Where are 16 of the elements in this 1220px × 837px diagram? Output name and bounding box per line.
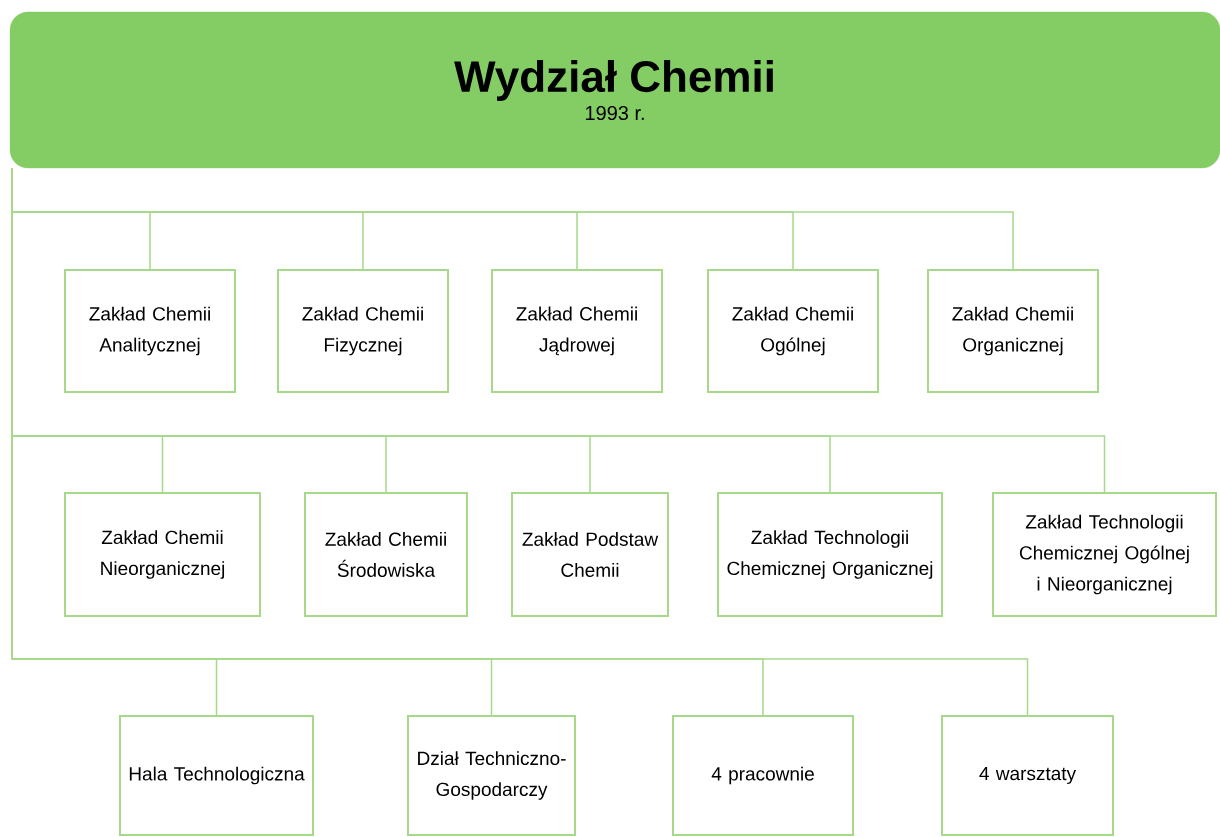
unit-box: Zakład Podstaw Chemii	[511, 492, 669, 617]
unit-box: Zakład Chemii Ogólnej	[707, 269, 879, 393]
unit-box: Zakład Technologii Chemicznej Organicznej	[717, 492, 943, 617]
unit-box: 4 pracownie	[672, 715, 854, 836]
unit-box: Zakład Chemii Środowiska	[304, 492, 468, 617]
connector-line	[11, 167, 1029, 716]
unit-box: Zakład Chemii Organicznej	[927, 269, 1099, 393]
header-box: Wydział Chemii 1993 r.	[9, 11, 1220, 169]
unit-box: Zakład Chemii Fizycznej	[277, 269, 449, 393]
unit-box: Zakład Chemii Analitycznej	[64, 269, 236, 393]
unit-box: Hala Technologiczna	[119, 715, 314, 836]
unit-box: Zakład Chemii Jądrowej	[491, 269, 663, 393]
unit-box: 4 warsztaty	[941, 715, 1114, 836]
unit-box: Dział Techniczno-Gospodarczy	[407, 715, 576, 836]
unit-box: Zakład Chemii Nieorganicznej	[64, 492, 261, 617]
unit-box: Zakład Technologii Chemicznej Ogólnej i Nieorganicznej	[992, 492, 1217, 617]
